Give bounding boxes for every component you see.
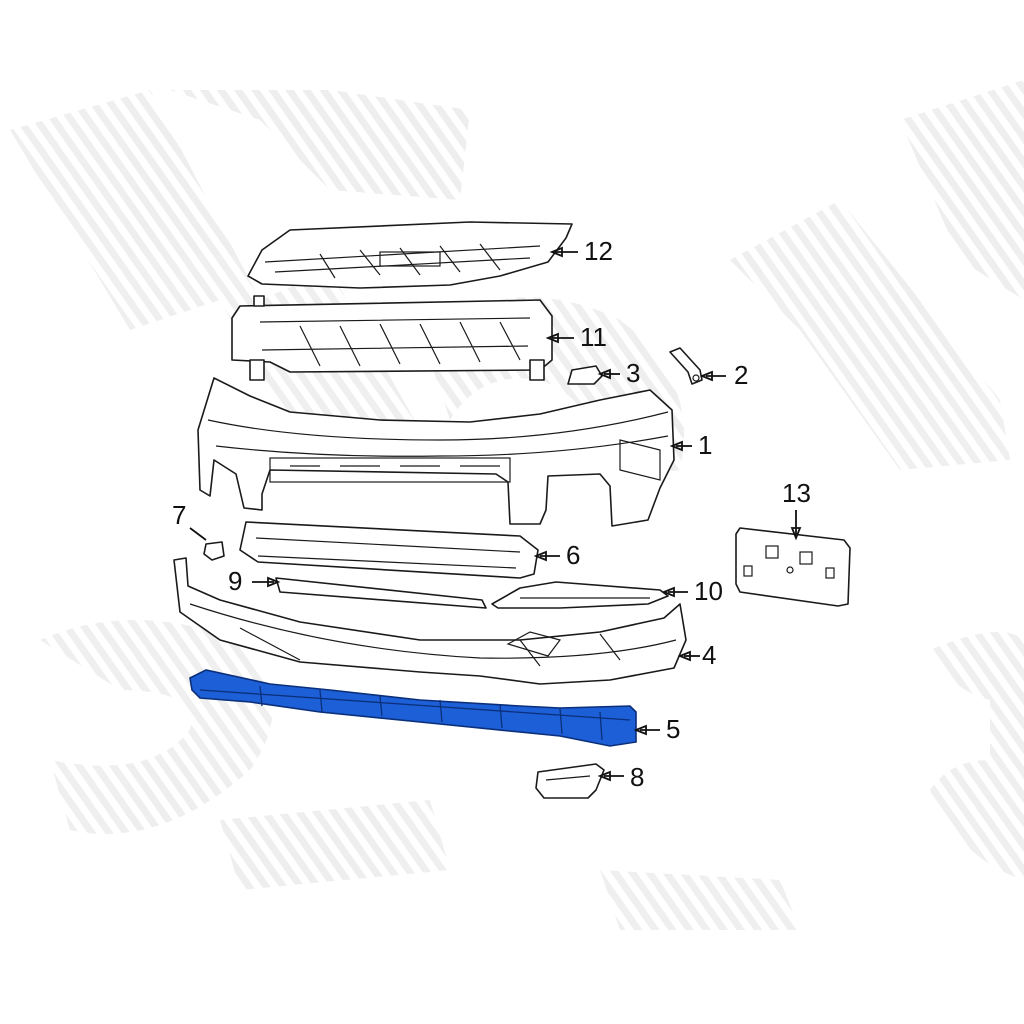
callout-8: 8 (630, 762, 644, 792)
leader-lines (189, 246, 802, 782)
callout-7: 7 (172, 500, 186, 530)
part-2-bracket (669, 347, 703, 385)
callout-4: 4 (702, 640, 716, 670)
part-13-plate-bracket (735, 527, 851, 607)
part-3-clip (567, 365, 603, 385)
callout-1: 1 (698, 430, 712, 460)
part-1-bumper-cover (197, 377, 675, 527)
callout-6: 6 (566, 540, 580, 570)
callout-labels: 12 11 3 2 1 13 7 6 9 10 4 5 8 (172, 236, 811, 792)
callout-13: 13 (782, 478, 811, 508)
part-5-energy-absorber (189, 669, 637, 747)
callout-5: 5 (666, 714, 680, 744)
callout-2: 2 (734, 360, 748, 390)
part-9-trim-strip (275, 577, 487, 609)
part-7-cap (203, 541, 225, 561)
callout-9: 9 (228, 566, 242, 596)
callout-10: 10 (694, 576, 723, 606)
callout-11: 11 (580, 322, 607, 352)
callout-3: 3 (626, 358, 640, 388)
part-6-grille-panel (239, 521, 539, 579)
part-10-lower-trim (491, 581, 669, 609)
part-8-end-trim (535, 763, 605, 799)
callout-12: 12 (584, 236, 613, 266)
part-4-lower-valance (173, 557, 687, 685)
part-11-support-bar (231, 295, 553, 381)
part-12-upper-cover (247, 221, 573, 289)
